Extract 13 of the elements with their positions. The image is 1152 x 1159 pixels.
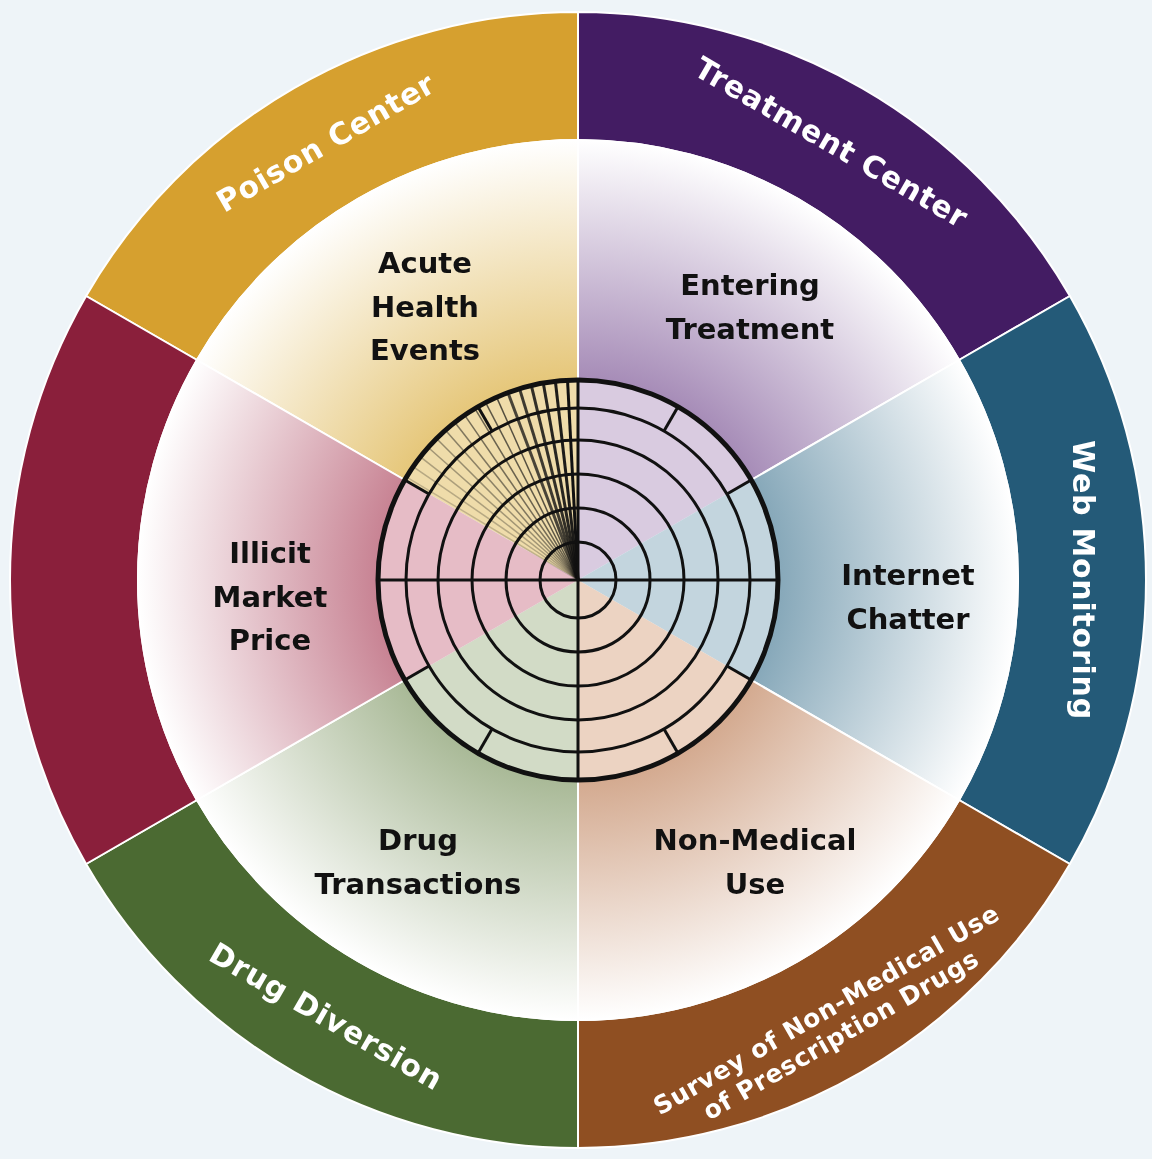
wedge-segment [750, 359, 1019, 801]
segment-label: Web Monitoring [1065, 439, 1101, 722]
ring-segment [85, 799, 579, 1149]
wedge-label: Non-Medical Use [652, 821, 858, 902]
ring-segment [9, 295, 198, 865]
wedge-label: Drug Transactions [313, 821, 523, 902]
ring-segment [577, 11, 1071, 361]
wedge-label: Internet Chatter [840, 556, 976, 637]
wedge-label: Entering Treatment [664, 266, 836, 347]
wedge-label: Illicit Market Price [211, 534, 329, 659]
wedge-label: Acute Health Events [368, 244, 482, 369]
wedge-segment [137, 359, 406, 801]
ring-segment [85, 11, 579, 361]
